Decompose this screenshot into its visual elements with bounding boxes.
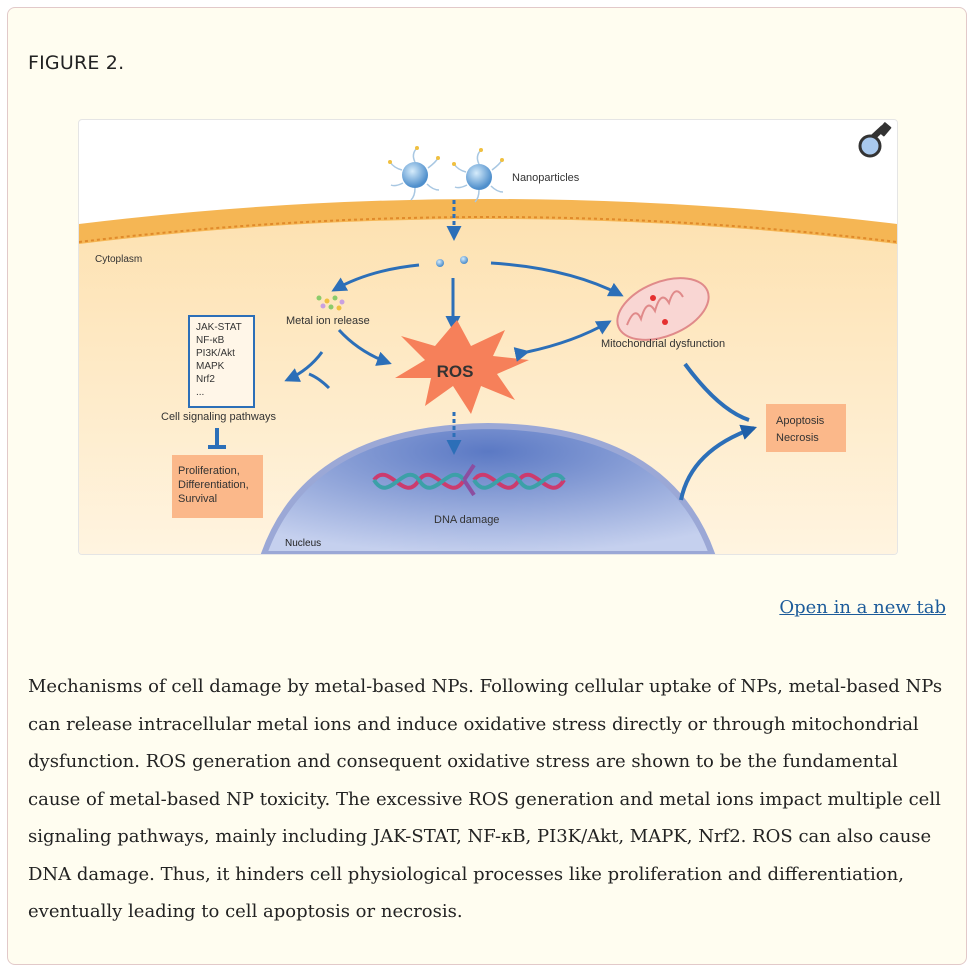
svg-text:NF-κB: NF-κB bbox=[196, 335, 225, 346]
figure-card: FIGURE 2. bbox=[7, 7, 967, 965]
nanoparticles-label: Nanoparticles bbox=[512, 172, 580, 184]
nucleus-label: Nucleus bbox=[285, 538, 321, 549]
ros-mito-arrow bbox=[513, 320, 612, 362]
figure-caption: Mechanisms of cell damage by metal-based… bbox=[28, 676, 943, 922]
svg-text:Necrosis: Necrosis bbox=[776, 432, 819, 444]
apoptosis-text: Apoptosis Necrosis bbox=[776, 415, 825, 444]
dna-helix-icon bbox=[372, 463, 566, 497]
svg-text:Apoptosis: Apoptosis bbox=[776, 415, 825, 427]
svg-text:JAK-STAT: JAK-STAT bbox=[196, 322, 242, 333]
ros-burst bbox=[395, 320, 529, 414]
cell-signaling-label: Cell signaling pathways bbox=[161, 411, 276, 423]
nucleus-region bbox=[260, 422, 716, 554]
dna-damage-label: DNA damage bbox=[434, 514, 499, 526]
mechanism-diagram: Nanoparticles Cytoplasm Metal ion releas… bbox=[79, 146, 897, 554]
arrow-to-mito bbox=[490, 261, 624, 297]
arrow-to-metal-ion bbox=[331, 263, 420, 292]
internalized-np-icon bbox=[436, 256, 468, 267]
mito-label: Mitochondrial dysfunction bbox=[601, 338, 725, 350]
svg-text:Differentiation,: Differentiation, bbox=[178, 479, 249, 491]
arrow-to-apoptosis bbox=[679, 424, 758, 501]
pathways-box bbox=[188, 315, 255, 408]
svg-text:PI3K/Akt: PI3K/Akt bbox=[196, 348, 235, 359]
arrow-to-pathways bbox=[284, 351, 324, 382]
arrow-ion-to-ros bbox=[337, 328, 392, 366]
outcomes-text: Proliferation, Differentiation, Survival bbox=[178, 465, 249, 505]
svg-text:MAPK: MAPK bbox=[196, 361, 225, 372]
pathways-list: JAK-STAT NF-κB PI3K/Akt MAPK Nrf2 ... bbox=[196, 322, 242, 398]
outcomes-box bbox=[172, 455, 263, 518]
metal-ion-label: Metal ion release bbox=[286, 315, 370, 327]
svg-text:Nrf2: Nrf2 bbox=[196, 374, 215, 385]
mito-to-apoptosis-path bbox=[683, 362, 750, 422]
cytoplasm-label: Cytoplasm bbox=[95, 254, 142, 265]
mitochondrion-icon bbox=[616, 277, 710, 341]
svg-text:Proliferation,: Proliferation, bbox=[178, 465, 240, 477]
figure-image[interactable]: Nanoparticles Cytoplasm Metal ion releas… bbox=[78, 119, 898, 555]
metal-ion-icon bbox=[316, 295, 345, 311]
zoom-button[interactable] bbox=[853, 120, 897, 164]
apoptosis-box bbox=[766, 404, 846, 452]
svg-text:...: ... bbox=[196, 387, 204, 398]
figure-label: FIGURE 2. bbox=[28, 52, 125, 74]
cell-membrane bbox=[79, 199, 897, 244]
magnifier-icon bbox=[858, 122, 892, 158]
open-in-new-tab-link[interactable]: Open in a new tab bbox=[779, 597, 946, 618]
svg-text:Survival: Survival bbox=[178, 493, 217, 505]
nanoparticles-icon bbox=[388, 146, 504, 203]
ros-label: ROS bbox=[437, 362, 474, 381]
